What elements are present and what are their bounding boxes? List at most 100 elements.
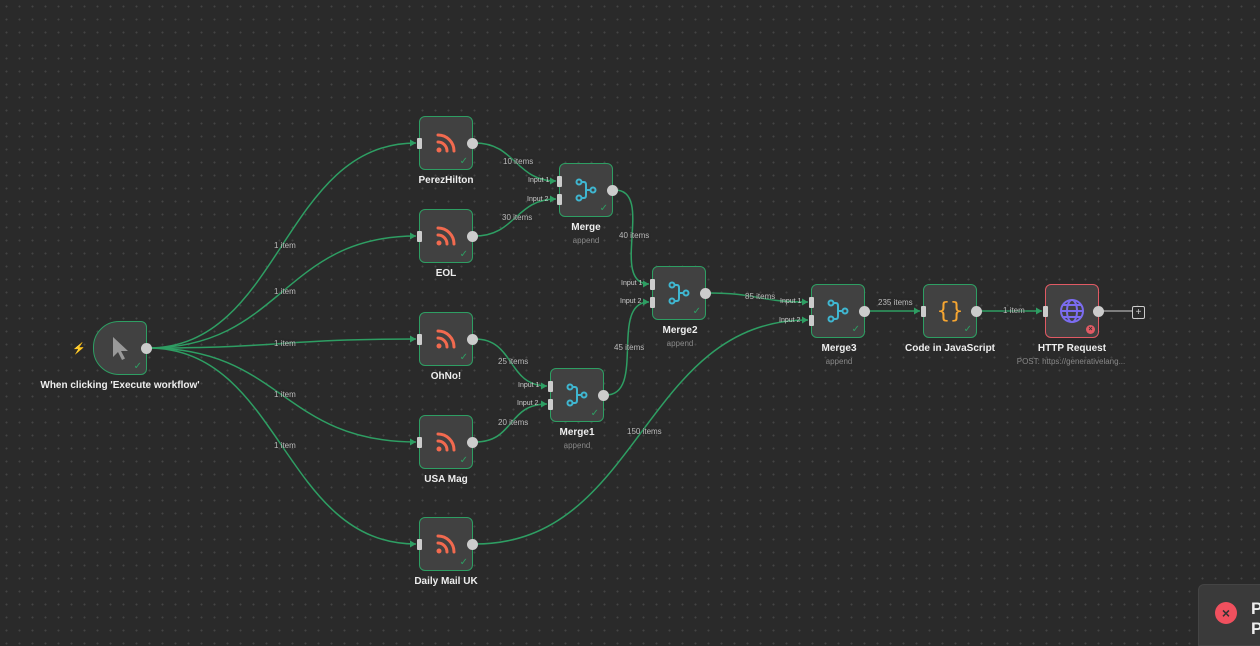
- input-label: Input 2: [779, 317, 801, 324]
- input-port[interactable]: [921, 306, 926, 317]
- output-port[interactable]: [700, 288, 711, 299]
- edge-arrow: [550, 177, 556, 185]
- input-label: Input 1: [621, 280, 643, 287]
- error-toast[interactable]: × P P: [1198, 584, 1260, 646]
- edge-arrow: [410, 438, 416, 446]
- node-merge1[interactable]: ✓: [548, 368, 609, 422]
- node-subtitle: append: [825, 357, 853, 366]
- node-title: USA Mag: [424, 474, 468, 485]
- edge-merge-merge2[interactable]: [614, 189, 650, 285]
- success-check-icon: ✓: [963, 324, 972, 335]
- node-subtitle: append: [666, 339, 694, 348]
- edge-arrow: [550, 195, 556, 203]
- error-icon: ×: [1215, 602, 1237, 624]
- edge-trigger-dailymail[interactable]: [147, 347, 417, 545]
- edge-label: 1 item: [1003, 306, 1025, 315]
- edge-ohno-merge1[interactable]: [474, 338, 548, 387]
- edge-dailymail-merge3[interactable]: [474, 319, 809, 545]
- output-port[interactable]: [467, 334, 478, 345]
- node-title: EOL: [435, 268, 457, 279]
- node-dailymail[interactable]: ✓: [417, 517, 478, 571]
- node-trigger[interactable]: ✓: [93, 321, 152, 375]
- braces-icon: {}: [936, 298, 964, 324]
- input-port-2[interactable]: [809, 315, 814, 326]
- edge-label: 150 items: [627, 427, 662, 436]
- output-port[interactable]: [467, 437, 478, 448]
- node-title: Merge3: [821, 343, 857, 354]
- node-subtitle: POST: https://generativelang...: [1016, 357, 1126, 366]
- edge-trigger-eol[interactable]: [147, 235, 417, 349]
- edge-trigger-usamag[interactable]: [147, 347, 417, 443]
- edge-label: 20 items: [498, 418, 529, 427]
- add-node-button[interactable]: +: [1132, 306, 1145, 319]
- toast-title: P P: [1251, 599, 1260, 638]
- input-port[interactable]: [417, 539, 422, 550]
- node-merge2[interactable]: ✓: [650, 266, 711, 320]
- edge-merge2-merge3[interactable]: [707, 292, 809, 303]
- output-port[interactable]: [467, 539, 478, 550]
- input-port-1[interactable]: [557, 176, 562, 187]
- node-title: Daily Mail UK: [414, 576, 478, 587]
- node-eol[interactable]: ✓: [417, 209, 478, 263]
- input-port-2[interactable]: [650, 297, 655, 308]
- input-port[interactable]: [417, 437, 422, 448]
- edge-eol-merge[interactable]: [474, 198, 557, 237]
- output-port[interactable]: [1093, 306, 1104, 317]
- output-port[interactable]: [467, 138, 478, 149]
- rss-icon: [420, 313, 472, 365]
- node-ohno[interactable]: ✓: [417, 312, 478, 366]
- node-usamag[interactable]: ✓: [417, 415, 478, 469]
- input-port-2[interactable]: [548, 399, 553, 410]
- node-code-javascript[interactable]: {} ✓: [921, 284, 982, 338]
- node-perezhilton[interactable]: ✓: [417, 116, 478, 170]
- success-check-icon: ✓: [459, 455, 468, 466]
- input-port[interactable]: [417, 334, 422, 345]
- edge-usamag-merge1[interactable]: [474, 403, 548, 443]
- edge-label: 1 item: [274, 241, 296, 250]
- output-port[interactable]: [598, 390, 609, 401]
- edge-label: 1 item: [274, 390, 296, 399]
- edge-arrow: [643, 298, 649, 306]
- edge-merge1-merge2[interactable]: [605, 301, 650, 396]
- output-port[interactable]: [607, 185, 618, 196]
- success-check-icon: ✓: [692, 306, 701, 317]
- success-check-icon: ✓: [459, 352, 468, 363]
- input-port-2[interactable]: [557, 194, 562, 205]
- node-subtitle: append: [563, 441, 591, 450]
- input-port[interactable]: [417, 138, 422, 149]
- rss-icon: [420, 117, 472, 169]
- node-title: OhNo!: [430, 371, 462, 382]
- edge-perez-merge[interactable]: [474, 142, 557, 182]
- success-check-icon: ✓: [851, 324, 860, 335]
- output-port[interactable]: [859, 306, 870, 317]
- success-check-icon: ✓: [459, 156, 468, 167]
- edge-label: 45 items: [614, 343, 645, 352]
- edge-arrow: [410, 139, 416, 147]
- input-port-1[interactable]: [548, 381, 553, 392]
- edge-arrow: [541, 400, 547, 408]
- input-port[interactable]: [1043, 306, 1048, 317]
- input-port-1[interactable]: [650, 279, 655, 290]
- output-port[interactable]: [971, 306, 982, 317]
- input-label: Input 2: [620, 298, 642, 305]
- rss-icon: [420, 518, 472, 570]
- edge-trigger-perez[interactable]: [147, 142, 417, 349]
- rss-icon: [420, 210, 472, 262]
- input-port-1[interactable]: [809, 297, 814, 308]
- input-port[interactable]: [417, 231, 422, 242]
- node-merge3[interactable]: ✓: [809, 284, 870, 338]
- edge-trigger-ohno[interactable]: [147, 338, 417, 349]
- edge-arrow: [802, 316, 808, 324]
- edge-arrow: [410, 232, 416, 240]
- input-label: Input 1: [518, 382, 540, 389]
- success-check-icon: ✓: [599, 203, 608, 214]
- input-label: Input 2: [517, 400, 539, 407]
- output-port[interactable]: [467, 231, 478, 242]
- edge-arrow: [643, 280, 649, 288]
- node-http-request[interactable]: ×: [1043, 284, 1104, 338]
- output-port[interactable]: [141, 343, 152, 354]
- node-merge[interactable]: ✓: [557, 163, 618, 217]
- node-title: Merge: [571, 222, 601, 233]
- edge-arrow: [541, 382, 547, 390]
